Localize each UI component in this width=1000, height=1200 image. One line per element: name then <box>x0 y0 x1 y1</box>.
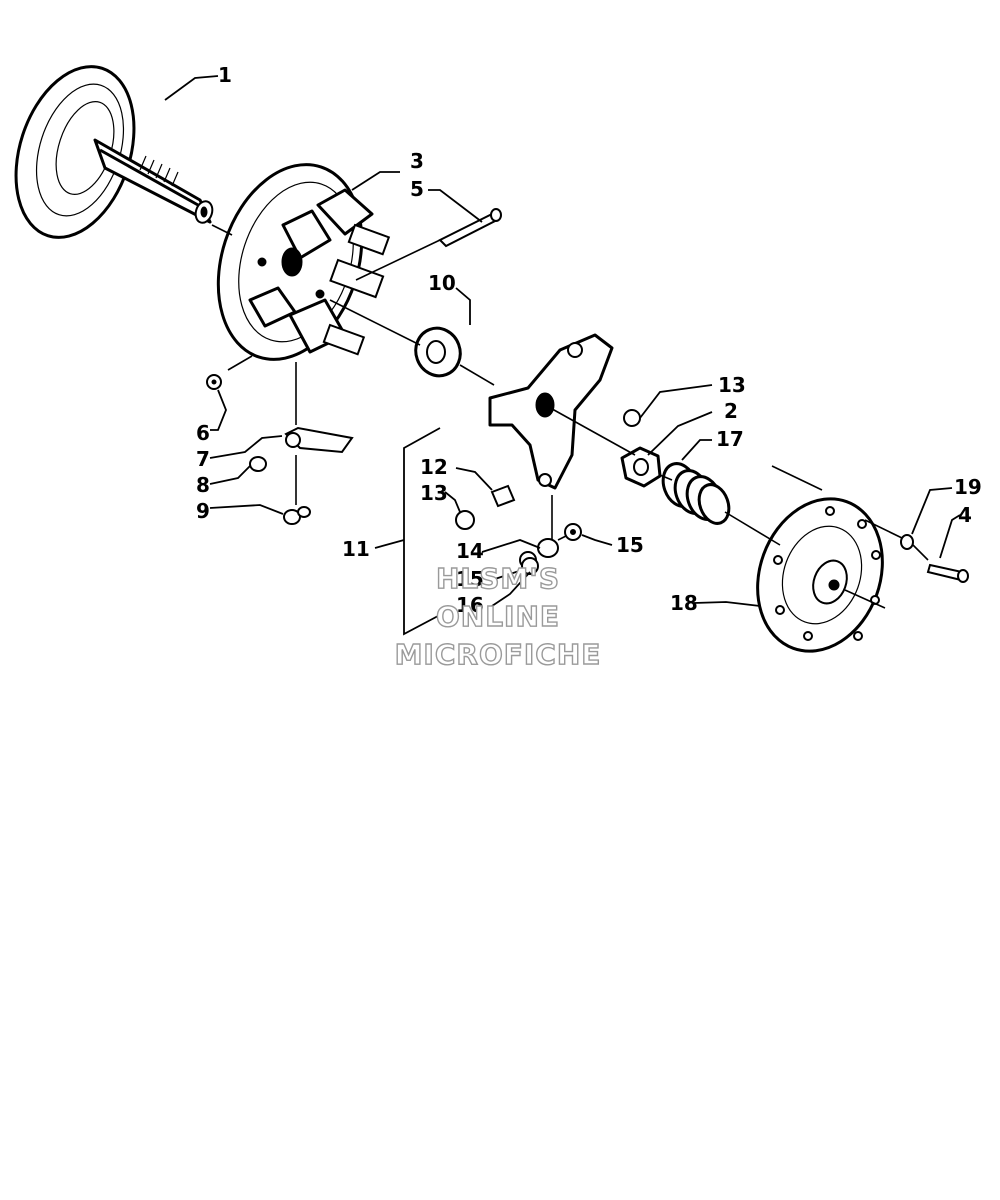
leader-lines <box>164 75 961 607</box>
callout-14: 14 <box>456 539 484 563</box>
callout-2: 2 <box>724 399 738 423</box>
callout-16: 16 <box>456 593 484 617</box>
part-washer-roller-15-16 <box>519 551 539 575</box>
callout-15-left: 15 <box>456 567 484 591</box>
callout-4: 4 <box>958 503 972 527</box>
part-spring-17 <box>661 462 731 525</box>
callout-12: 12 <box>420 455 448 479</box>
callout-7: 7 <box>196 447 210 471</box>
callout-9: 9 <box>196 499 210 523</box>
part-nut-6 <box>206 374 222 390</box>
callout-19: 19 <box>954 475 982 499</box>
part-bushing-13-right <box>623 409 641 427</box>
part-fixed-sheave <box>14 65 214 239</box>
callout-1: 1 <box>218 63 232 87</box>
part-pin-12 <box>490 484 516 508</box>
callout-3: 3 <box>410 149 424 173</box>
watermark-line-3: MICROFICHE <box>395 638 602 671</box>
part-bolt-5 <box>438 208 502 248</box>
assembly-axis-lines <box>211 224 929 609</box>
callout-15-right: 15 <box>616 533 644 557</box>
part-bolt-4 <box>926 563 969 583</box>
watermark-line-2: ONLINE <box>436 600 560 633</box>
part-roller-14 <box>537 538 559 558</box>
callout-8: 8 <box>196 473 210 497</box>
assembly-bracket-11 <box>403 427 441 636</box>
part-arm-7 <box>284 426 354 454</box>
watermark: HLSM'S ONLINE MICROFICHE <box>394 561 602 671</box>
part-cover-18 <box>756 497 884 653</box>
part-washer-10 <box>414 326 462 378</box>
part-bushing-13-left <box>455 510 475 530</box>
callout-10: 10 <box>428 271 456 295</box>
callout-13-right: 13 <box>718 373 746 397</box>
part-washer-15-right <box>564 523 582 541</box>
callout-5: 5 <box>410 177 424 201</box>
callout-6: 6 <box>196 421 210 445</box>
callout-13-left: 13 <box>420 481 448 505</box>
part-cam-arm <box>488 333 614 490</box>
watermark-line-1: HLSM'S <box>436 562 560 595</box>
callout-11: 11 <box>342 537 370 561</box>
part-pin-8 <box>249 456 267 472</box>
callout-17: 17 <box>716 427 744 451</box>
part-nut-2 <box>620 446 662 488</box>
part-washer-19 <box>900 534 914 550</box>
callout-18: 18 <box>670 591 698 615</box>
callout-labels: 1 3 5 10 6 7 8 9 11 12 13 13 2 17 14 15 … <box>196 63 982 617</box>
part-washers-9 <box>283 506 311 525</box>
part-movable-sheave <box>216 163 391 361</box>
